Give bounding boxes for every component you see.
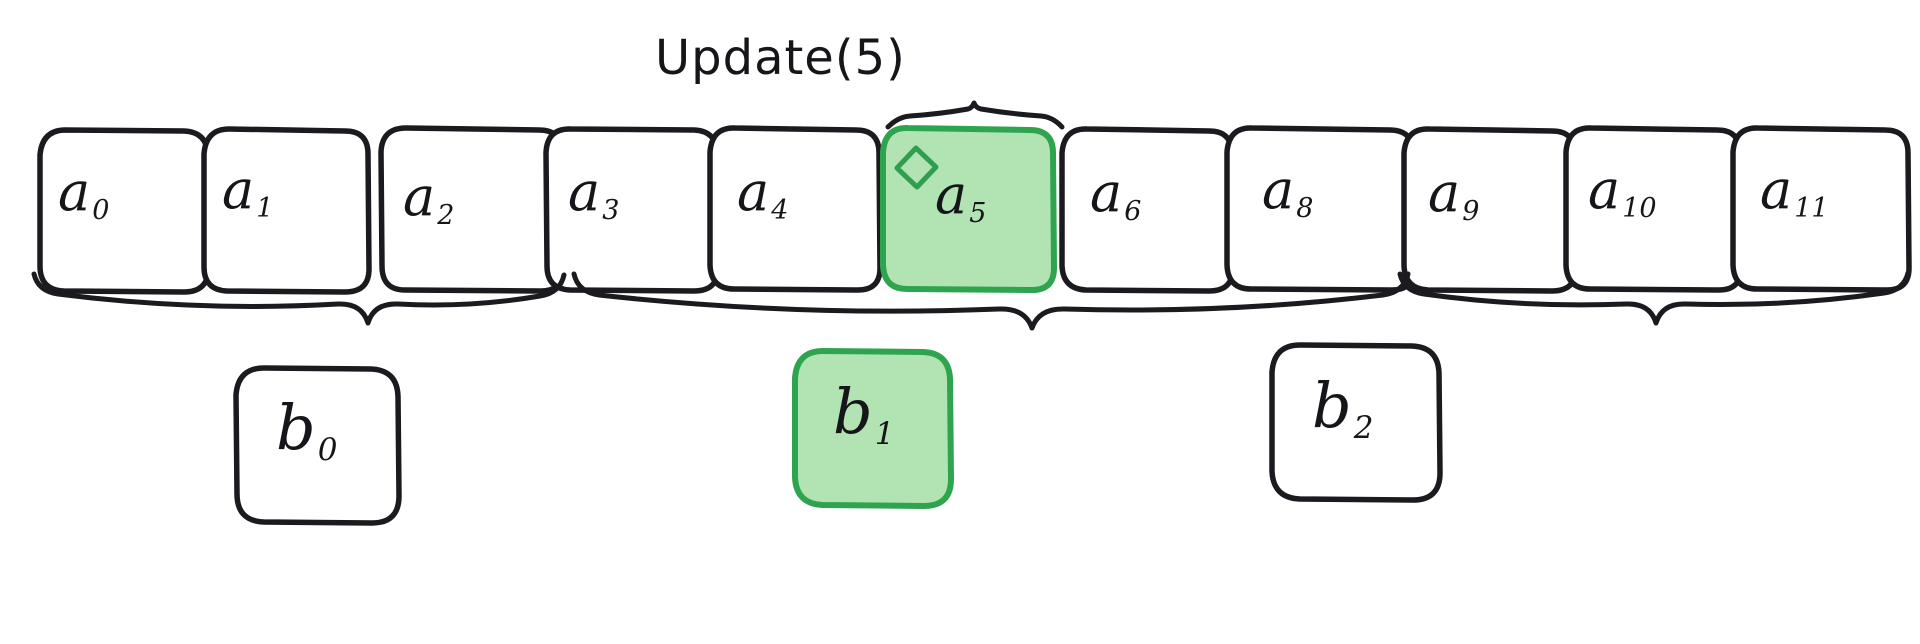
block-index: 2 — [1353, 409, 1374, 446]
block-brace-0 — [31, 271, 567, 326]
block-box-0[interactable] — [233, 365, 402, 526]
block-base: b — [1312, 369, 1352, 442]
update-operation-label: Update(5) — [655, 30, 906, 86]
cell-base: a — [1760, 158, 1793, 221]
cell-base: a — [1090, 161, 1123, 224]
array-cell-label-3: a3 — [568, 165, 620, 227]
block-label-2: b2 — [1312, 375, 1373, 444]
cell-base: a — [1588, 158, 1621, 221]
array-cell-4[interactable] — [707, 125, 883, 293]
cell-index: 0 — [92, 195, 110, 227]
array-cell-label-5: a5 — [935, 168, 987, 230]
block-boxes-group — [233, 342, 1443, 526]
block-box-1[interactable] — [792, 348, 954, 509]
cell-base: a — [737, 160, 770, 223]
array-cell-5[interactable] — [880, 124, 1057, 294]
cell-index: 9 — [1462, 196, 1480, 228]
array-cell-label-11: a11 — [1760, 163, 1829, 225]
array-cell-8[interactable] — [1224, 125, 1417, 293]
array-cell-label-8: a8 — [1262, 163, 1314, 225]
block-brace-2 — [1397, 270, 1911, 326]
cell-base: a — [1262, 158, 1295, 221]
cell-base: a — [568, 160, 601, 223]
cell-base: a — [58, 160, 91, 223]
array-cell-label-10: a10 — [1588, 163, 1657, 225]
cell-base: a — [935, 163, 968, 226]
cell-index: 4 — [771, 195, 789, 227]
cell-index: 6 — [1124, 196, 1142, 228]
cell-index: 2 — [437, 200, 455, 232]
array-cell-11[interactable] — [1730, 125, 1912, 293]
array-cell-label-0: a0 — [58, 165, 110, 227]
cell-index: 5 — [969, 198, 987, 230]
diamond-icon — [894, 145, 939, 190]
cell-index: 3 — [602, 195, 620, 227]
block-index: 0 — [317, 431, 338, 468]
array-cell-label-1: a1 — [222, 163, 274, 225]
block-label-0: b0 — [276, 397, 337, 466]
array-cell-label-6: a6 — [1090, 166, 1142, 228]
array-cell-label-4: a4 — [737, 165, 789, 227]
cell-index: 11 — [1794, 193, 1829, 225]
block-label-1: b1 — [833, 381, 894, 450]
cell-base: a — [403, 165, 436, 228]
cell-base: a — [222, 158, 255, 221]
array-cell-6[interactable] — [1059, 126, 1236, 294]
cell-index: 8 — [1296, 193, 1314, 225]
cell-index: 10 — [1622, 193, 1657, 225]
block-index: 1 — [874, 415, 895, 452]
update-brace — [885, 100, 1065, 130]
block-box-2[interactable] — [1269, 342, 1443, 503]
cell-index: 1 — [256, 193, 274, 225]
cell-base: a — [1428, 161, 1461, 224]
array-cells-group — [37, 124, 1912, 295]
block-brace-1 — [571, 271, 1411, 331]
block-base: b — [833, 375, 873, 448]
array-cell-1[interactable] — [201, 126, 372, 295]
array-cell-label-2: a2 — [403, 170, 455, 232]
block-base: b — [276, 391, 316, 464]
array-cell-label-9: a9 — [1428, 166, 1480, 228]
